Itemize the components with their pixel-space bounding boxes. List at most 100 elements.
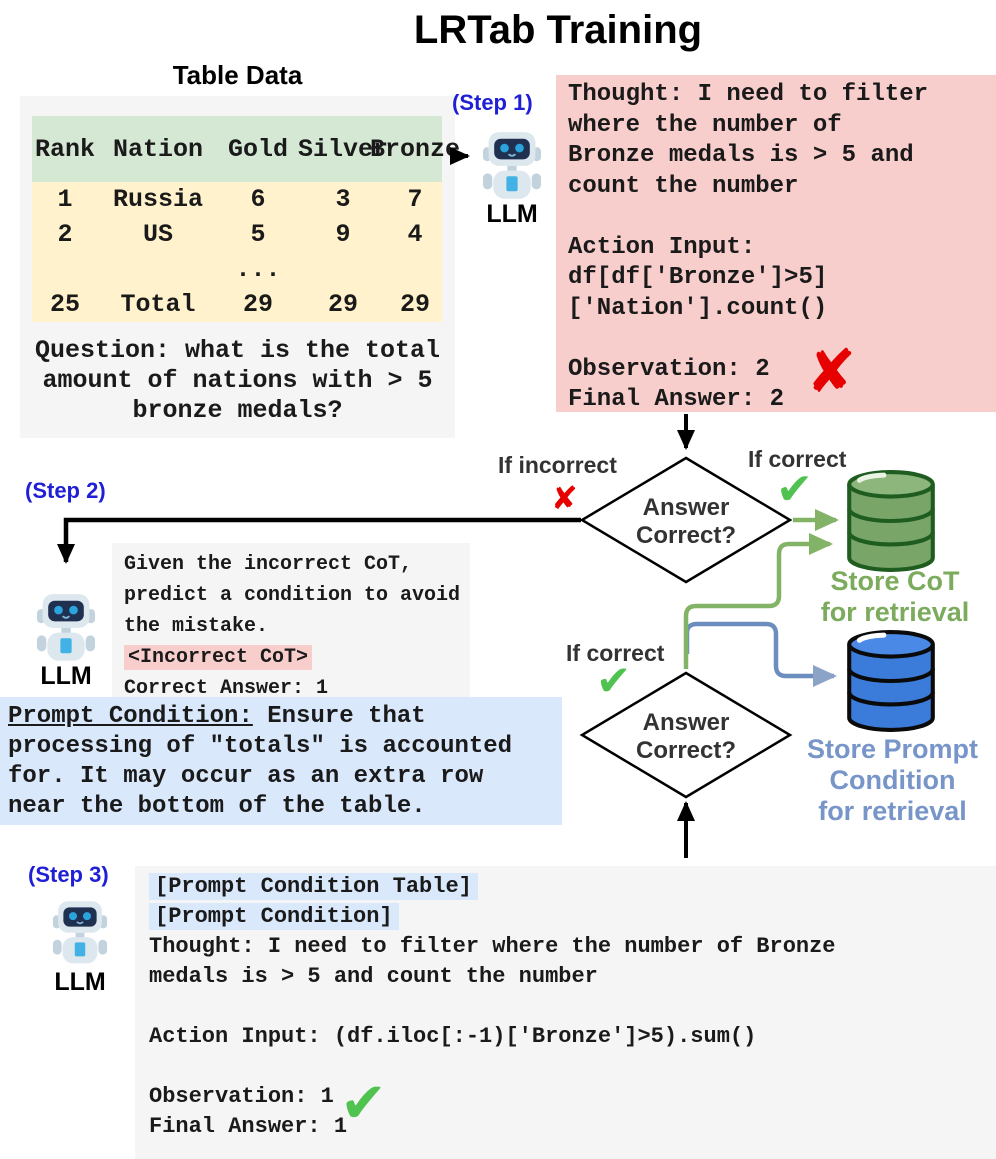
- table-cell: 1: [57, 185, 73, 214]
- arrow-diamond1-to-step2: [57, 517, 581, 564]
- cot-line: count the number: [568, 172, 799, 200]
- store-cot-label: Store CoT for retrieval: [795, 566, 995, 628]
- table-data-heading: Table Data: [172, 60, 303, 90]
- decision2-line1: Answer: [642, 709, 730, 736]
- cot-line: df[df['Bronze']>5]: [568, 264, 828, 291]
- decision2-label: Answer Correct?: [596, 709, 776, 765]
- store-cot-line: for retrieval: [820, 597, 970, 627]
- step3-line: Action Input: (df.iloc[:-1)['Bronze']>5)…: [149, 1024, 757, 1049]
- step2-line: Correct Answer: 1: [124, 677, 329, 700]
- prompt-condition-line: near the bottom of the table.: [8, 793, 426, 820]
- llm-label: LLM: [54, 968, 106, 996]
- table-cell: 29: [327, 290, 358, 319]
- question-line: amount of nations with > 5: [42, 366, 433, 395]
- table-cell: ...: [235, 255, 281, 284]
- llm-label: LLM: [486, 200, 538, 228]
- table-header-cell: Rank: [34, 134, 95, 164]
- step3-line: Observation: 1: [149, 1084, 334, 1109]
- table-body: 1 Russia 6 3 7 2 US 5 9 4 ... 25: [32, 182, 442, 322]
- table-cell: US: [142, 220, 173, 249]
- prompt-condition-table-tag: [Prompt Condition Table]: [149, 873, 478, 900]
- table-cell: 29: [399, 290, 430, 319]
- step2-line: Given the incorrect CoT,: [124, 553, 413, 576]
- wrong-answer-x-icon: ✘: [806, 338, 857, 405]
- step3-line: Final Answer: 1: [149, 1114, 348, 1139]
- correct-check-icon-1: ✔: [776, 465, 813, 514]
- table-cell: 6: [250, 185, 266, 214]
- decision-diamond-1: [579, 456, 793, 584]
- if-correct-label-1: If correct: [748, 446, 847, 472]
- table-row: 1 Russia 6 3 7: [32, 182, 442, 217]
- store-prompt-line: Store Prompt: [806, 734, 979, 764]
- prompt-condition-database-icon: [845, 628, 937, 739]
- step3-label: (Step 3): [28, 862, 109, 887]
- prompt-condition-text: Ensure that: [252, 703, 426, 730]
- table-data-panel: Rank Nation Gold Silver Bronze 1 Russia …: [20, 96, 460, 438]
- table-cell: Total: [120, 290, 196, 319]
- step2-line: predict a condition to avoid: [124, 584, 461, 607]
- decision1-label: Answer Correct?: [596, 494, 776, 550]
- cot-line: where the number of: [568, 111, 842, 139]
- llm-robot-icon: [482, 124, 542, 204]
- step2-line: the mistake.: [124, 615, 269, 638]
- table-cell: 4: [407, 220, 423, 249]
- cot-line: Bronze medals is > 5 and: [568, 142, 914, 169]
- page-title: LRTab Training: [413, 8, 703, 52]
- llm-label: LLM: [40, 662, 92, 690]
- table-cell: 2: [57, 220, 73, 249]
- cot-line: ['Nation'].count(): [568, 294, 828, 322]
- store-cot-line: Store CoT: [830, 566, 960, 596]
- table-row: ...: [32, 252, 442, 287]
- correct-check-icon-2: ✔: [596, 657, 632, 704]
- step3-line: Thought: I need to filter where the numb…: [149, 934, 836, 959]
- prompt-condition-box: Prompt Condition: Ensure that processing…: [0, 697, 562, 825]
- cot-database-icon: [845, 468, 937, 579]
- incorrect-cot-tag: <Incorrect CoT>: [124, 645, 313, 670]
- table-cell: 3: [335, 185, 351, 214]
- prompt-condition-tag: [Prompt Condition]: [149, 903, 399, 930]
- question-line: Question: what is the total: [34, 336, 441, 365]
- incorrect-x-icon: ✘: [551, 480, 578, 516]
- question-line: bronze medals?: [132, 396, 343, 425]
- llm-robot-icon: [36, 586, 96, 666]
- table-row: 2 US 5 9 4: [32, 217, 442, 252]
- correct-check-icon-3: ✔: [340, 1071, 387, 1134]
- table-cell: 25: [49, 290, 80, 319]
- table-cell: 7: [407, 185, 423, 214]
- table-header-row: Rank Nation Gold Silver Bronze: [32, 116, 460, 182]
- table-row: 25 Total 29 29 29: [32, 287, 442, 322]
- if-incorrect-label: If incorrect: [498, 452, 617, 478]
- cot-line: Action Input:: [568, 233, 756, 261]
- prompt-condition-line: processing of "totals" is accounted: [8, 733, 513, 760]
- table-cell: 29: [242, 290, 273, 319]
- step3-highlight-line: [Prompt Condition]: [149, 903, 982, 934]
- cot-line: Final Answer: 2: [568, 386, 785, 413]
- step1-label: (Step 1): [452, 90, 533, 115]
- corrected-cot-box: [Prompt Condition Table] [Prompt Conditi…: [135, 866, 996, 1159]
- step3-line: medals is > 5 and count the number: [149, 964, 598, 989]
- decision1-line2: Correct?: [635, 522, 737, 549]
- step2-highlight-line: <Incorrect CoT>: [124, 645, 458, 677]
- store-prompt-line: Condition: [829, 765, 956, 795]
- store-prompt-condition-label: Store Prompt Condition for retrieval: [785, 734, 996, 827]
- prompt-condition-line: for. It may occur as an extra row: [8, 763, 484, 790]
- question-text: Question: what is the total amount of na…: [20, 336, 455, 426]
- step2-label: (Step 2): [25, 478, 106, 503]
- decision-diamond-2: [579, 671, 793, 799]
- prompt-condition-line: Prompt Condition: Ensure that: [8, 703, 554, 733]
- if-correct-label-2: If correct: [566, 640, 665, 666]
- cot-line: Thought: I need to filter: [568, 81, 929, 108]
- llm-robot-icon: [52, 894, 108, 968]
- table-cell: Russia: [112, 185, 203, 214]
- table-header-cell: Gold: [227, 134, 288, 164]
- blue-connector-to-prompt-db: [684, 621, 837, 687]
- table-header-cell: Nation: [112, 134, 203, 164]
- decision1-line1: Answer: [642, 494, 730, 521]
- step3-highlight-line: [Prompt Condition Table]: [149, 873, 982, 904]
- predict-condition-box: Given the incorrect CoT, predict a condi…: [112, 543, 470, 701]
- decision2-line2: Correct?: [635, 737, 737, 764]
- prompt-condition-label: Prompt Condition:: [8, 703, 253, 730]
- green-connector-diamond2-to-cot-db: [683, 533, 833, 669]
